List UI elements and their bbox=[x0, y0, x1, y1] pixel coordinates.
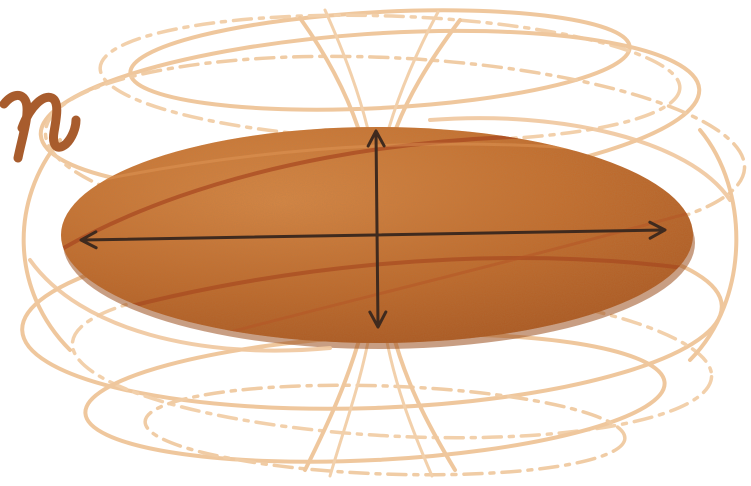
field-loop-upper-1 bbox=[128, 0, 632, 121]
vertical-arrow-icon bbox=[376, 132, 378, 326]
field-strand-top-left-2 bbox=[325, 10, 370, 138]
field-loop-lower-4 bbox=[144, 378, 627, 483]
script-n-glyph bbox=[0, 58, 78, 168]
